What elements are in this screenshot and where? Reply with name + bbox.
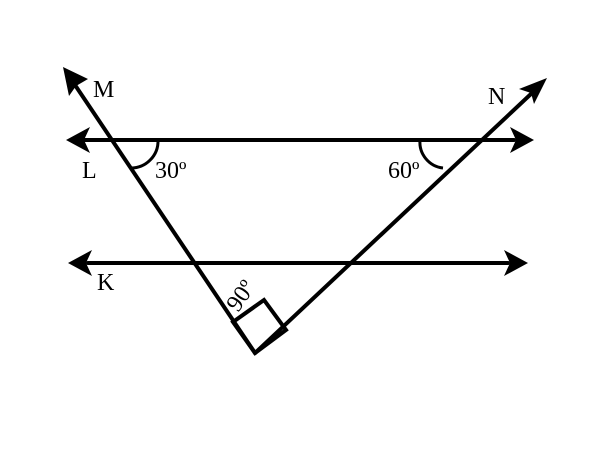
label-n: N <box>488 84 505 110</box>
label-m: M <box>93 77 114 103</box>
angle-arc-60 <box>418 139 444 170</box>
line-l-left-arrowhead <box>66 127 90 153</box>
line-k-left-arrowhead <box>68 250 92 276</box>
label-k: K <box>97 270 115 296</box>
line-m-arrowhead <box>63 67 88 96</box>
angle-arc-30 <box>129 139 160 170</box>
angle-label-30: 30º <box>155 158 187 184</box>
line-m <box>73 83 257 355</box>
line-n-arrowhead <box>519 78 547 104</box>
right-angle-marker <box>230 297 289 356</box>
angle-label-60: 60º <box>388 158 420 184</box>
line-n <box>253 91 534 355</box>
line-k-right-arrowhead <box>504 250 528 276</box>
line-l-right-arrowhead <box>510 127 534 153</box>
label-l: L <box>82 158 97 184</box>
